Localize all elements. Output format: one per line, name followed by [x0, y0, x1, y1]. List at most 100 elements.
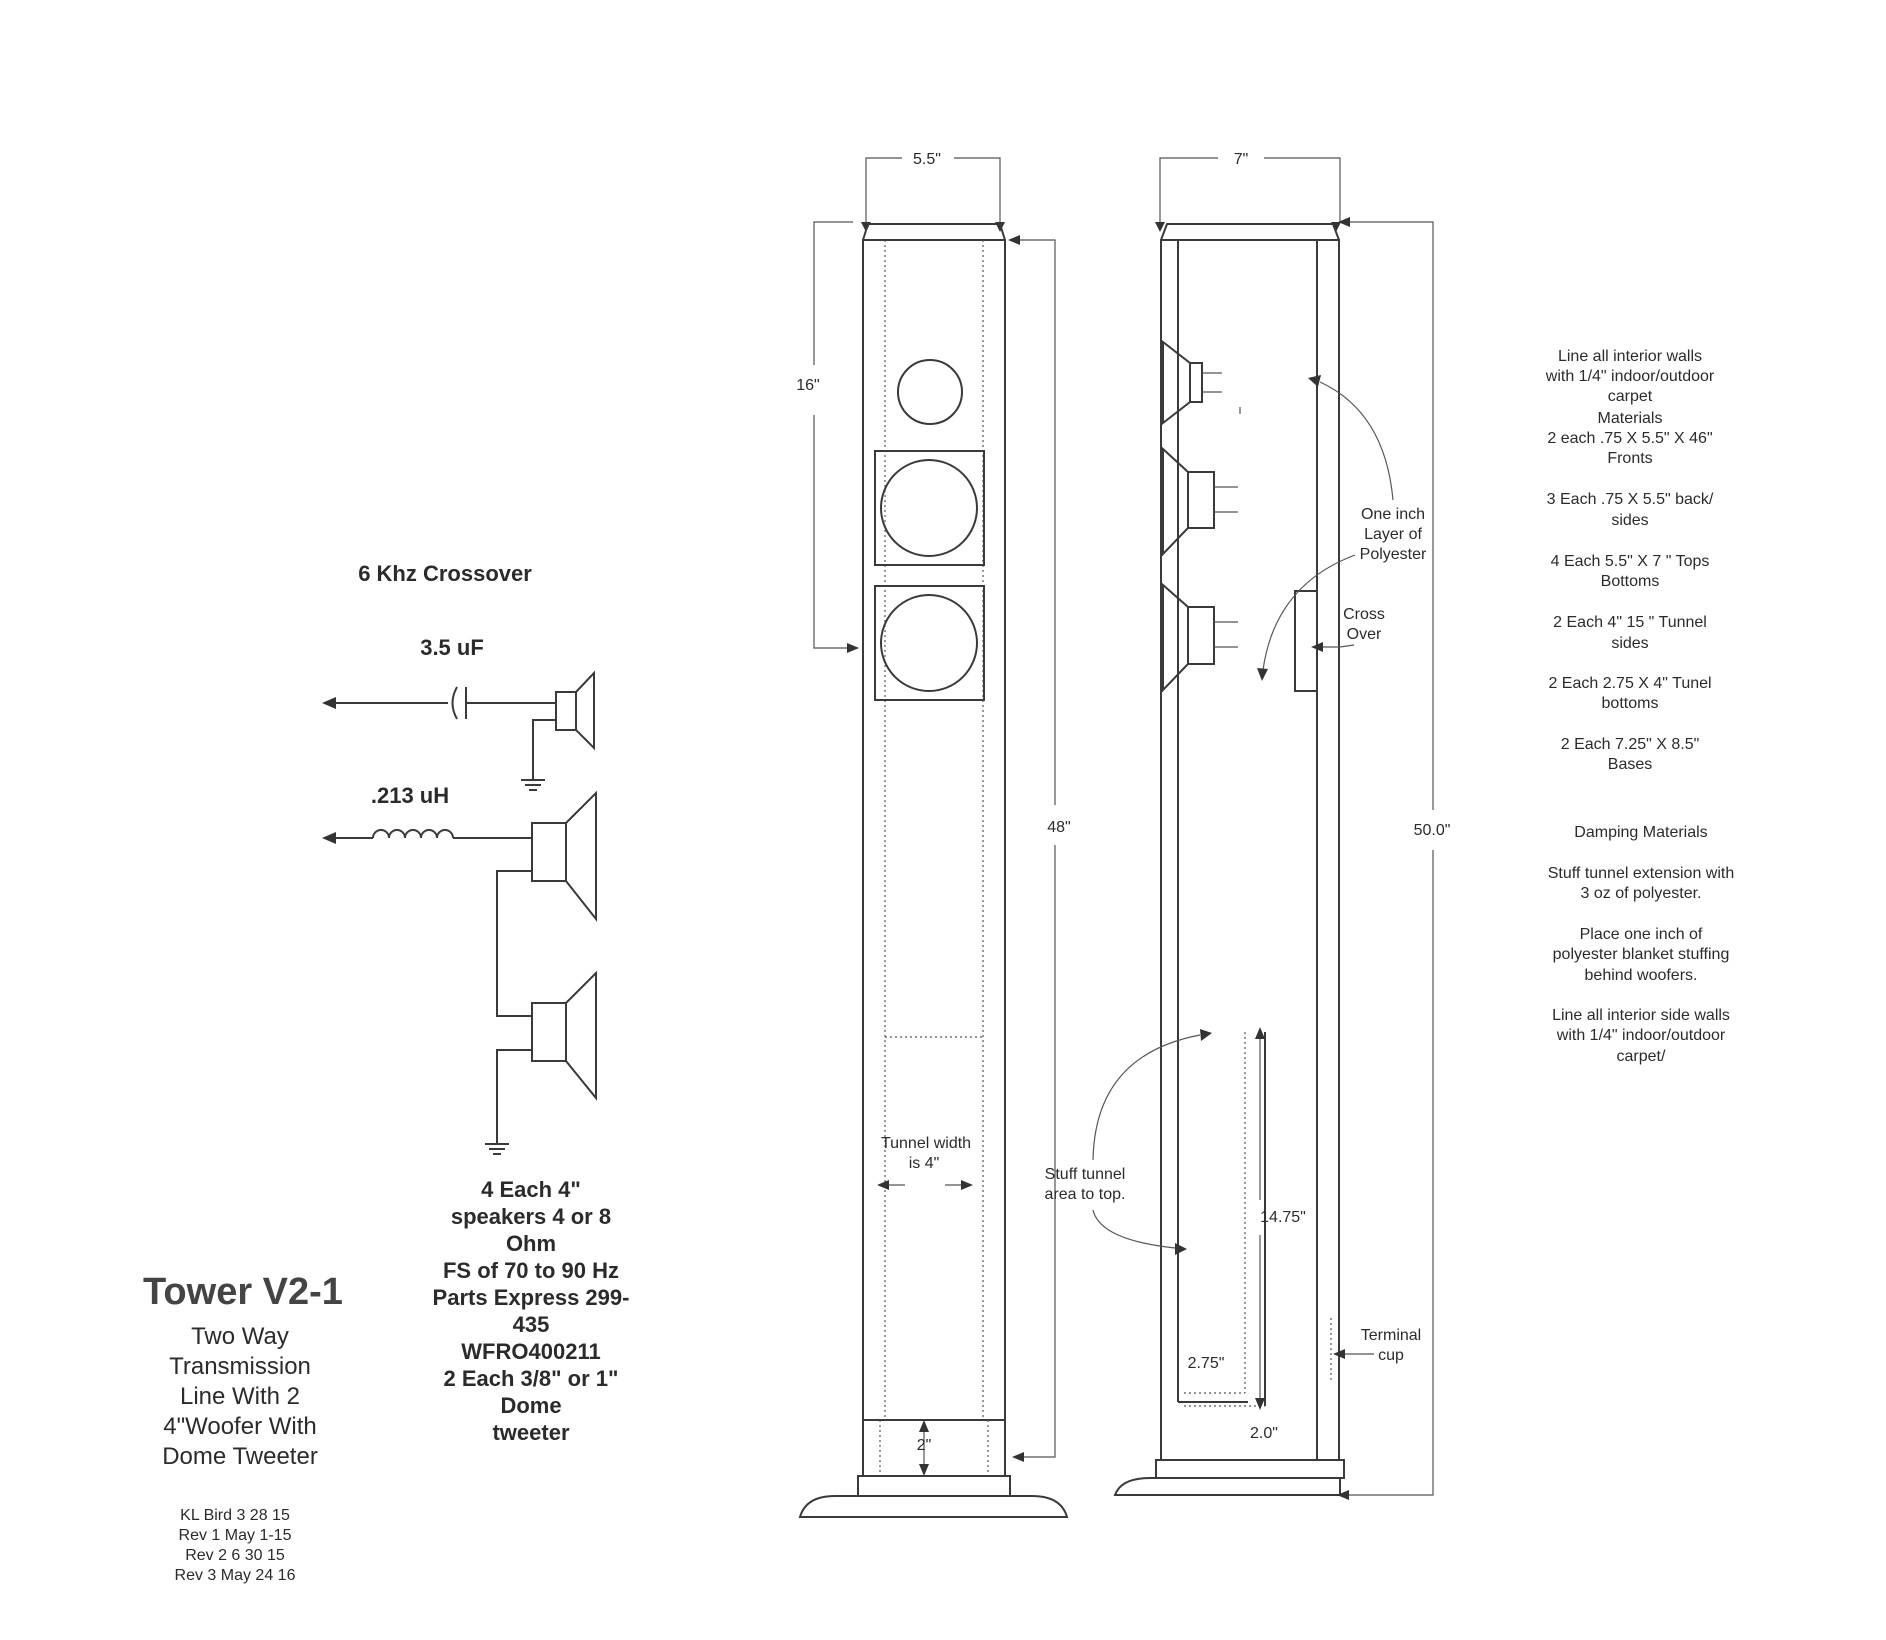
tunnel-width-label: is 4"	[909, 1155, 940, 1172]
materials-notes: Line all interior walls with 1/4" indoor…	[1545, 348, 1715, 773]
bottom-gap-label: 2.0"	[1250, 1425, 1278, 1442]
woofer-speaker-icon	[531, 790, 597, 922]
material-item: sides	[1611, 635, 1648, 652]
tweeter-cutout	[897, 359, 963, 425]
damping-item: behind woofers.	[1585, 967, 1698, 984]
capacitor-label: 3.5 uF	[420, 635, 484, 660]
woofer-side-icon	[1162, 446, 1238, 557]
material-item: Bottoms	[1601, 573, 1660, 590]
revision-line: KL Bird 3 28 15	[180, 1507, 290, 1524]
front-width-label: 5.5"	[913, 151, 941, 168]
inductor-label: .213 uH	[371, 783, 449, 808]
side-depth-label: 7"	[1234, 151, 1249, 168]
spec-line: speakers 4 or 8	[451, 1204, 611, 1229]
tunnel-height-label: 14.75"	[1260, 1209, 1306, 1226]
subtitle-line: Dome Tweeter	[162, 1443, 318, 1470]
material-item: 2 Each 4" 15 " Tunnel	[1553, 614, 1707, 631]
damping-item: 3 oz of polyester.	[1581, 885, 1702, 902]
crossover-title: 6 Khz Crossover	[358, 561, 532, 586]
polyester-note: One inch	[1361, 506, 1425, 523]
spec-line: Dome	[500, 1393, 561, 1418]
front-plinth	[798, 1495, 1069, 1518]
plan-title: Tower V2-1	[143, 1271, 343, 1313]
plan-subtitle: Two Way Transmission Line With 2 4"Woofe…	[162, 1323, 318, 1470]
crossover-note: Cross	[1343, 606, 1385, 623]
side-cabinet-outline	[1160, 239, 1340, 1461]
material-item: 2 Each 7.25" X 8.5"	[1561, 736, 1700, 753]
subtitle-line: Transmission	[169, 1353, 311, 1380]
material-item: Fronts	[1607, 450, 1652, 467]
damping-item: with 1/4" indoor/outdoor	[1556, 1027, 1726, 1044]
revision-history: KL Bird 3 28 15 Rev 1 May 1-15 Rev 2 6 3…	[175, 1507, 296, 1584]
polyester-note: Polyester	[1360, 546, 1427, 563]
ground-icon	[521, 779, 545, 791]
polyester-note: Layer of	[1364, 526, 1422, 543]
subtitle-line: 4"Woofer With	[163, 1413, 316, 1440]
material-item: 2 each .75 X 5.5" X 46"	[1547, 430, 1712, 447]
woofer-cutout-lower	[874, 585, 985, 701]
material-item: 2 Each 2.75 X 4" Tunel	[1548, 675, 1711, 692]
stuff-tunnel-note: area to top.	[1045, 1186, 1126, 1203]
material-item: 3 Each .75 X 5.5" back/	[1547, 491, 1714, 508]
side-plinth	[1113, 1477, 1341, 1496]
damping-item: Line all interior side walls	[1552, 1007, 1730, 1024]
spec-line: Ohm	[506, 1231, 556, 1256]
tunnel-width-label: Tunnel width	[881, 1135, 971, 1152]
damping-item: polyester blanket stuffing	[1553, 946, 1730, 963]
tweeter-side-icon	[1162, 339, 1222, 426]
crossover-schematic: 6 Khz Crossover 3.5 uF .213 uH	[322, 561, 597, 1155]
damping-title: Damping Materials	[1574, 824, 1707, 841]
driver-offset-label: 16"	[796, 377, 819, 394]
damping-item: carpet/	[1617, 1048, 1666, 1065]
front-height-label: 48"	[1047, 819, 1070, 836]
material-item: bottoms	[1602, 695, 1659, 712]
crossover-note: Over	[1347, 626, 1382, 643]
arrow-icon	[322, 697, 336, 709]
arrow-icon	[322, 832, 336, 844]
speaker-spec-list: 4 Each 4" speakers 4 or 8 Ohm FS of 70 t…	[433, 1177, 630, 1445]
spec-line: WFRO400211	[461, 1339, 600, 1364]
side-height-label: 50.0"	[1414, 822, 1451, 839]
subtitle-line: Two Way	[191, 1323, 289, 1350]
base-gap-label: 2"	[917, 1437, 932, 1454]
woofer-cutout-upper	[874, 450, 985, 566]
material-item: sides	[1611, 512, 1648, 529]
front-top-cap	[862, 223, 1006, 241]
side-top-cap	[1160, 223, 1340, 241]
crossover-board	[1294, 590, 1318, 692]
damping-item: Stuff tunnel extension with	[1548, 865, 1735, 882]
revision-line: Rev 2 6 30 15	[185, 1547, 285, 1564]
inductor-symbol	[372, 829, 454, 839]
woofer-side-icon	[1162, 582, 1238, 693]
revision-line: Rev 1 May 1-15	[179, 1527, 292, 1544]
front-view: 5.5" 2" 16" 48" Tun	[796, 151, 1071, 1518]
subtitle-line: Line With 2	[180, 1383, 300, 1410]
front-cabinet-outline	[862, 239, 1006, 1421]
spec-line: 2 Each 3/8" or 1"	[444, 1366, 619, 1391]
tweeter-speaker-icon	[555, 670, 595, 751]
damping-notes: Damping Materials Stuff tunnel extension…	[1548, 824, 1735, 1065]
note-line: Line all interior walls	[1558, 348, 1702, 365]
spec-line: 4 Each 4"	[481, 1177, 581, 1202]
spec-line: FS of 70 to 90 Hz	[443, 1258, 619, 1283]
spec-line: 435	[513, 1312, 550, 1337]
side-view: 7" Cros	[1045, 151, 1451, 1500]
material-item: 4 Each 5.5" X 7 " Tops	[1551, 553, 1710, 570]
stuff-tunnel-note: Stuff tunnel	[1045, 1166, 1126, 1183]
spec-line: tweeter	[492, 1420, 569, 1445]
note-line: carpet	[1608, 388, 1653, 405]
woofer-speaker-icon	[531, 970, 597, 1101]
note-line: with 1/4" indoor/outdoor	[1545, 368, 1715, 385]
damping-item: Place one inch of	[1580, 926, 1703, 943]
spec-line: Parts Express 299-	[433, 1285, 630, 1310]
terminal-note: cup	[1378, 1347, 1404, 1364]
revision-line: Rev 3 May 24 16	[175, 1567, 296, 1584]
tunnel-depth-label: 2.75"	[1188, 1355, 1225, 1372]
note-line: Materials	[1598, 410, 1663, 427]
terminal-note: Terminal	[1361, 1327, 1421, 1344]
material-item: Bases	[1608, 756, 1652, 773]
ground-icon	[485, 1143, 509, 1155]
capacitor-symbol	[451, 686, 458, 720]
